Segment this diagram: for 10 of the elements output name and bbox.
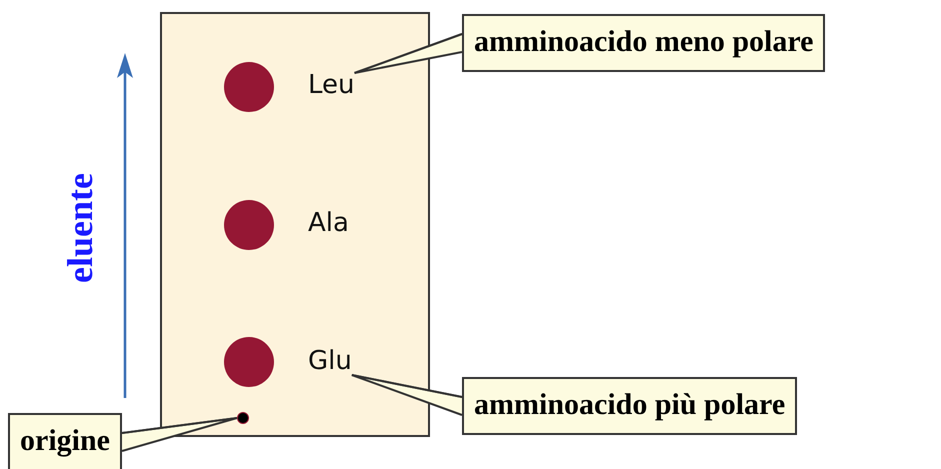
- tlc-plate: [160, 12, 430, 437]
- spot-label: Leu: [308, 69, 355, 101]
- axis-label: eluente: [58, 173, 101, 283]
- spot: [224, 62, 274, 112]
- spot-label: Ala: [308, 207, 349, 239]
- spot: [224, 200, 274, 250]
- callout-box: origine: [8, 413, 122, 469]
- origin-dot: [237, 412, 249, 424]
- spot-label: Glu: [308, 345, 352, 377]
- spot: [224, 337, 274, 387]
